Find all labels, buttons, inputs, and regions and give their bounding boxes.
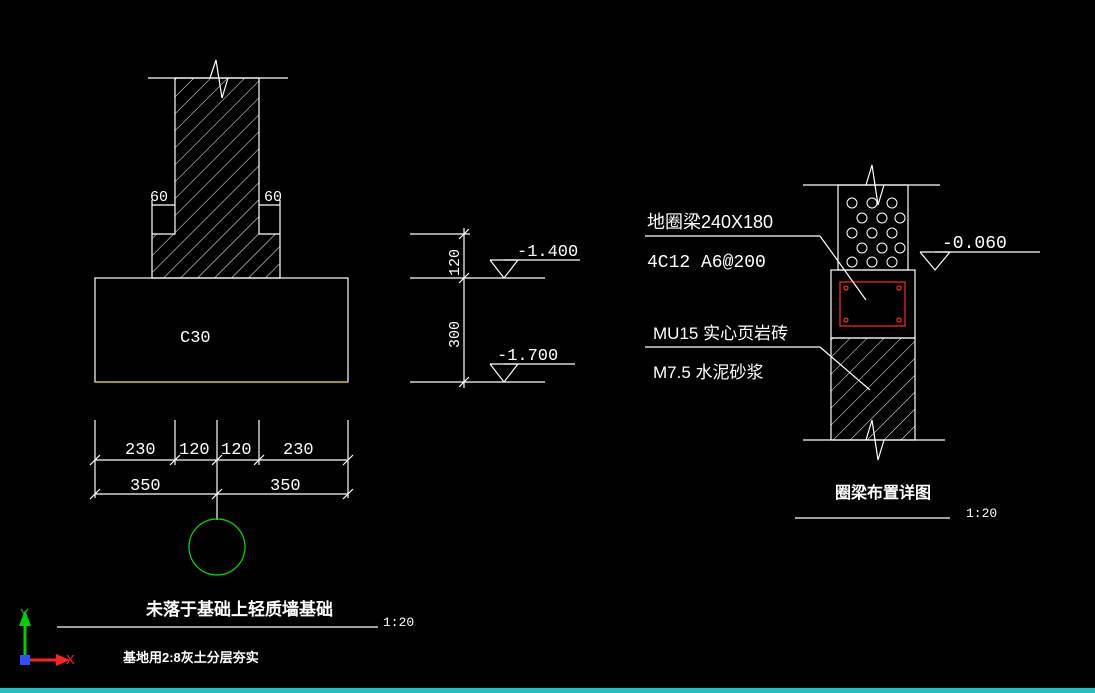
level-dim-300: 300	[447, 321, 464, 348]
rebar-stirrup	[839, 281, 906, 327]
ucs-y-label: Y	[20, 606, 29, 621]
level-dim-120: 120	[447, 249, 464, 276]
level-detail	[410, 228, 580, 388]
dim-label-120-right: 120	[221, 441, 252, 460]
ring-beam-detail	[645, 164, 1040, 519]
beam-level-symbol	[919, 251, 952, 271]
offset-label-right: 60	[264, 189, 282, 206]
mortar-label: M7.5 水泥砂浆	[653, 363, 764, 382]
hollow-block-pattern	[846, 197, 906, 268]
bottom-bar	[0, 688, 1095, 693]
level-bottom-label: -1.700	[497, 347, 558, 366]
dim-label-230-left: 230	[125, 441, 156, 460]
wall-footing-body	[151, 77, 281, 279]
beam-level-label: -0.060	[942, 234, 1007, 254]
concrete-grade-label: C30	[180, 329, 211, 348]
foundation-note: 基地用2:8灰土分层夯实	[122, 650, 259, 665]
level-symbol-bottom	[489, 363, 520, 383]
rebar-label: 4C12 A6@200	[647, 253, 766, 273]
ring-beam	[830, 269, 916, 339]
concrete-base	[94, 277, 349, 383]
foundation-scale: 1:20	[383, 615, 414, 630]
dim-label-230-right: 230	[283, 441, 314, 460]
brick-label: MU15 实心页岩砖	[653, 324, 788, 343]
dim-label-350-right: 350	[270, 477, 301, 496]
offset-label-left: 60	[150, 189, 168, 206]
ucs-x-label: X	[66, 652, 75, 667]
ucs-icon	[19, 610, 70, 666]
foundation-title: 未落于基础上轻质墙基础	[145, 599, 333, 619]
level-top-label: -1.400	[517, 243, 578, 262]
axis-bubble	[188, 518, 246, 576]
foundation-detail	[57, 59, 378, 628]
ring-beam-scale: 1:20	[966, 506, 997, 521]
level-symbol-top	[489, 259, 520, 279]
beam-size-label: 地圈梁240X180	[647, 212, 773, 232]
ring-beam-title: 圈梁布置详图	[835, 483, 931, 502]
dim-label-350-left: 350	[130, 477, 161, 496]
dim-label-120-left: 120	[179, 441, 210, 460]
